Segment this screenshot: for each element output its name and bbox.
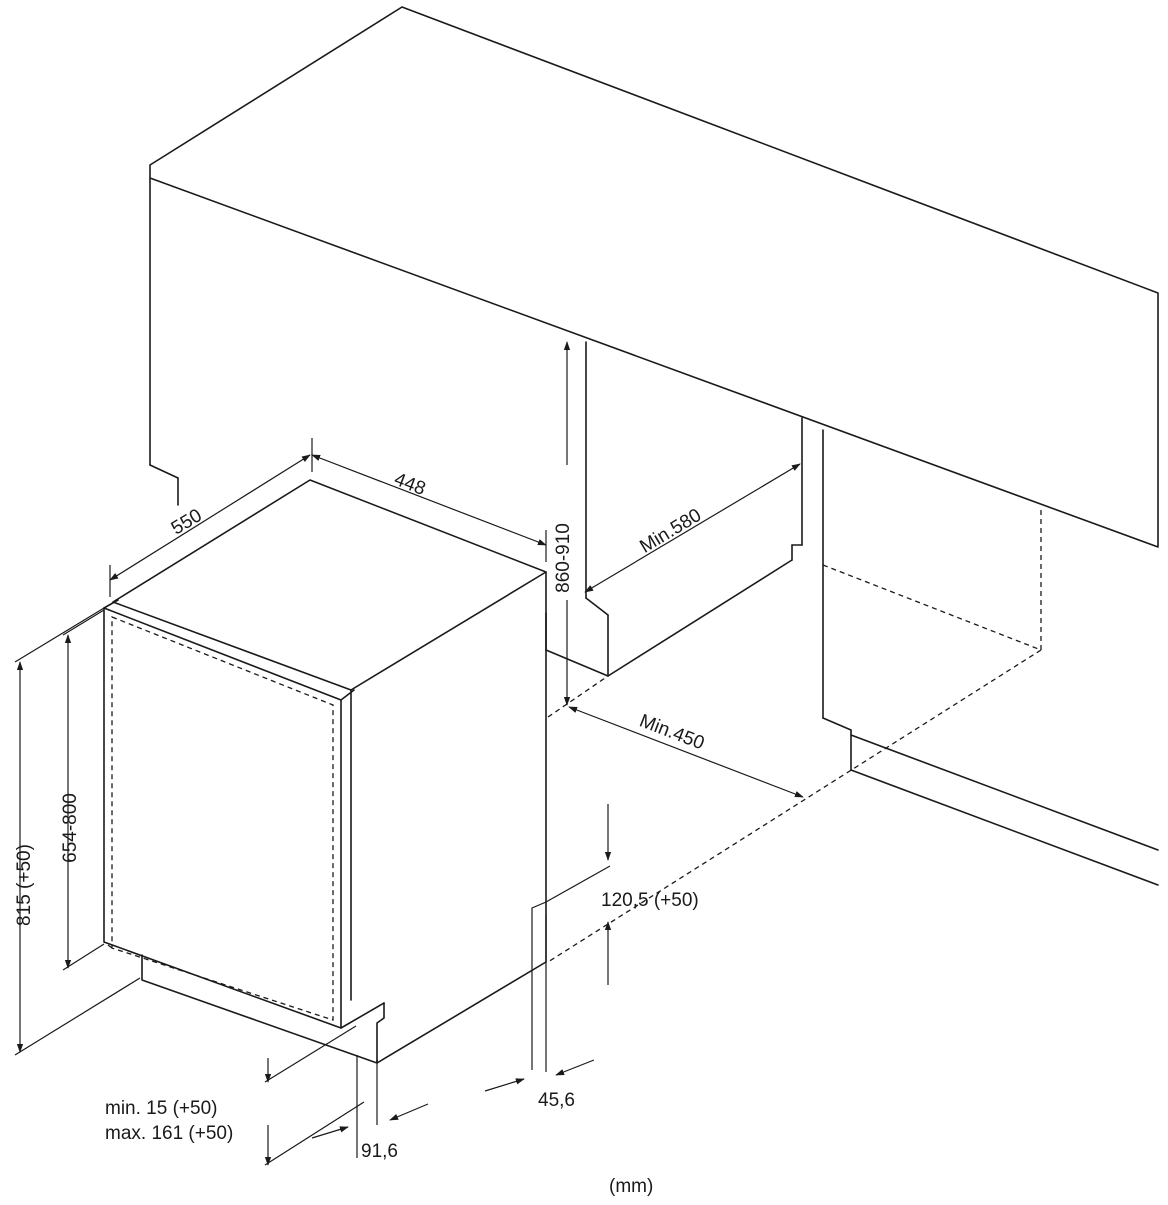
dimension-lines xyxy=(14,341,804,1166)
label-815: 815 (+50) xyxy=(14,844,35,926)
dimension-labels: 448 550 860-910 Min.580 Min.450 815 (+50… xyxy=(14,469,707,1197)
niche-walls xyxy=(545,341,1159,886)
unit-label: (mm) xyxy=(609,1176,653,1197)
dishwasher-body xyxy=(103,479,547,1064)
label-448: 448 xyxy=(391,469,428,500)
label-min-450: Min.450 xyxy=(636,711,707,755)
label-120-5: 120,5 (+50) xyxy=(601,890,699,911)
label-min-580: Min.580 xyxy=(636,505,705,558)
label-max-161: max. 161 (+50) xyxy=(105,1123,233,1144)
label-654-800: 654-800 xyxy=(60,793,81,863)
niche-outline xyxy=(547,510,1042,963)
label-91-6: 91,6 xyxy=(361,1141,398,1162)
label-550: 550 xyxy=(168,505,206,539)
label-min-15: min. 15 (+50) xyxy=(105,1098,217,1119)
label-860-910: 860-910 xyxy=(553,523,574,593)
countertop xyxy=(149,6,1159,548)
label-45-6: 45,6 xyxy=(538,1090,575,1111)
